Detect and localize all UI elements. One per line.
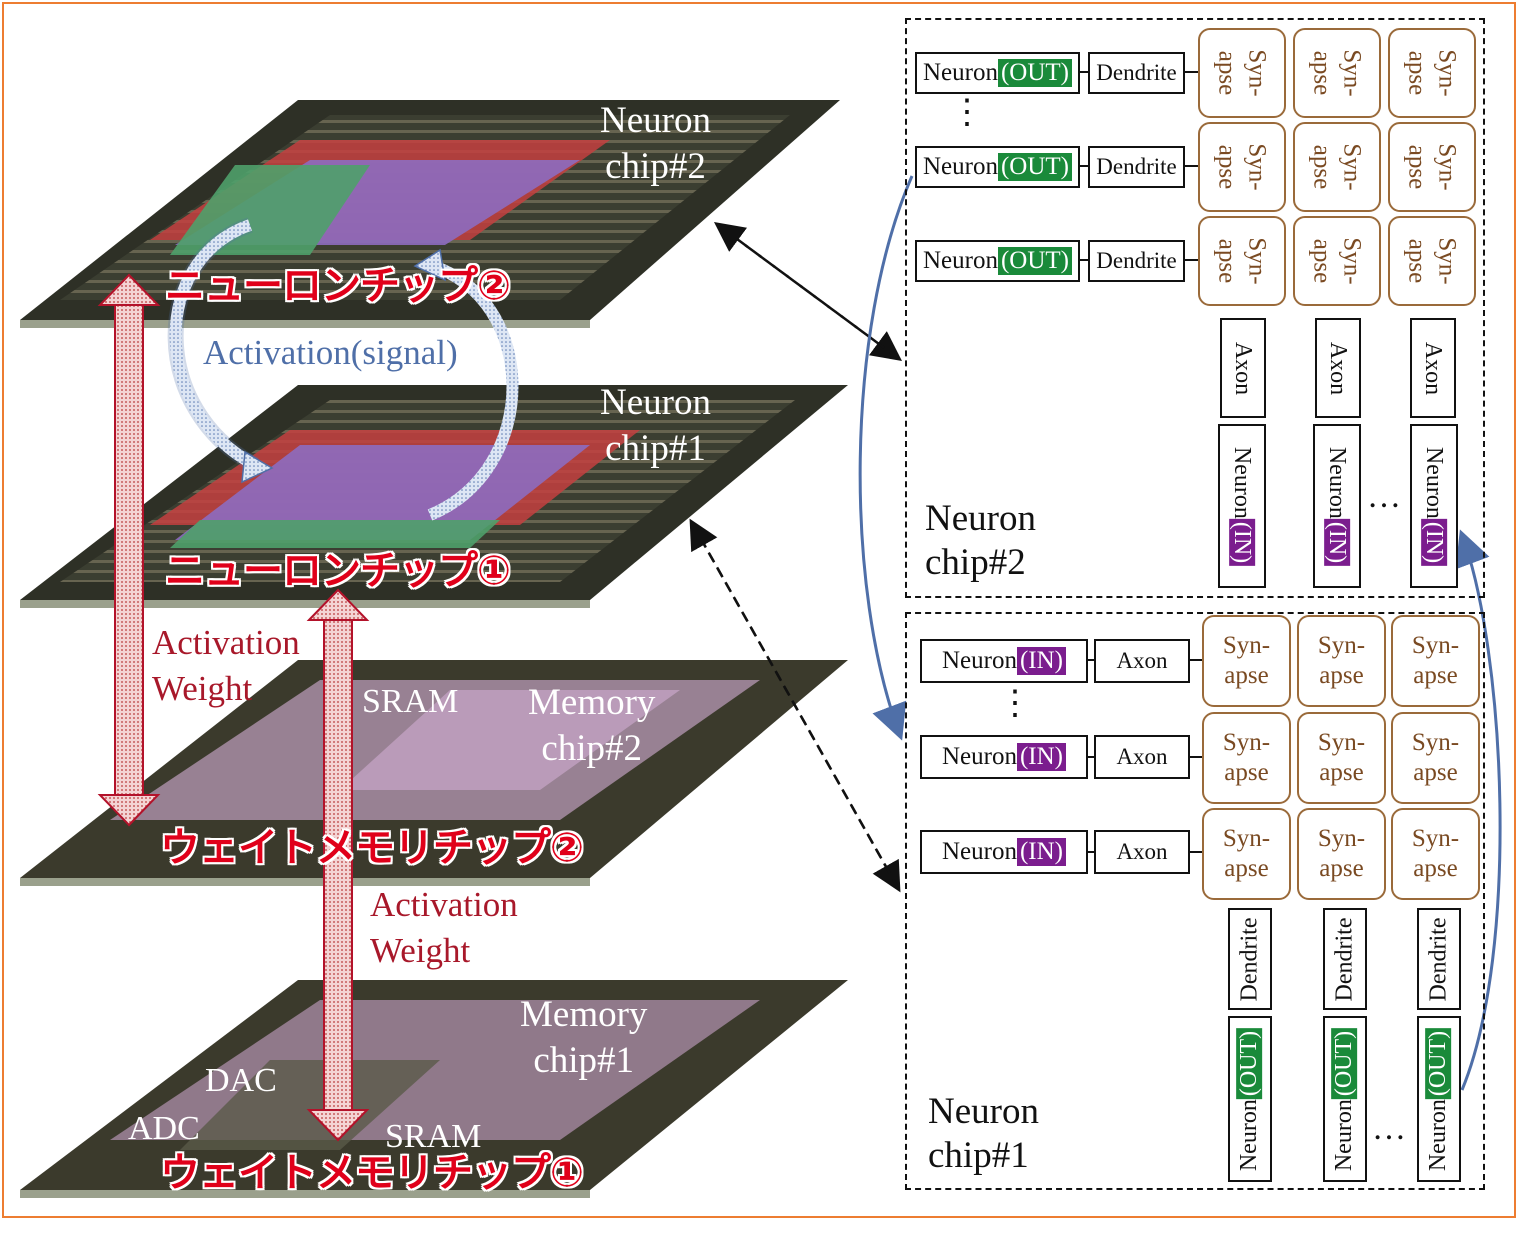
neuron-in-row-2: Neuron(IN) bbox=[920, 735, 1088, 779]
sram-label-memory-2: SRAM bbox=[362, 683, 459, 720]
blue-feedback-arrow-left bbox=[858, 175, 914, 741]
neuron-in-c2-col-3: Neuron(IN) bbox=[1410, 424, 1458, 588]
synapse-c1-r2-c3: Syn-apse bbox=[1391, 712, 1480, 804]
axon-row-2: Axon bbox=[1094, 735, 1190, 779]
axon-c2-col-1: Axon bbox=[1220, 318, 1266, 418]
neuron-in-row-3: Neuron(IN) bbox=[920, 830, 1088, 874]
neuron-in-c2-col-1: Neuron(IN) bbox=[1218, 424, 1266, 588]
schematic-lines bbox=[1080, 71, 1202, 853]
axon-row-1: Axon bbox=[1094, 639, 1190, 683]
memory-chip-2-plate bbox=[20, 660, 848, 886]
neuron-out-row-1: Neuron(OUT) bbox=[915, 52, 1080, 94]
jp-label-neuron-chip-2: ニューロンチップ② bbox=[165, 263, 511, 309]
axon-c2-col-3: Axon bbox=[1410, 318, 1456, 418]
neuron-in-row-1: Neuron(IN) bbox=[920, 639, 1088, 683]
neuron-out-row-3: Neuron(OUT) bbox=[915, 240, 1080, 282]
sram-label-memory-1: SRAM bbox=[385, 1118, 482, 1155]
jp-label-memory-chip-1: ウェイトメモリチップ① bbox=[160, 1150, 584, 1196]
neuron-out-c1-col-3: Neuron(OUT) bbox=[1417, 1016, 1461, 1182]
synapse-c1-r3-c3: Syn-apse bbox=[1391, 808, 1480, 900]
adc-label: ADC bbox=[128, 1110, 200, 1147]
neuron-out-c1-col-1: Neuron(OUT) bbox=[1228, 1016, 1272, 1182]
synapse-c2-r3-c2: Syn-apse bbox=[1293, 216, 1381, 306]
axon-row-3: Axon bbox=[1094, 830, 1190, 874]
jp-label-memory-chip-2: ウェイトメモリチップ② bbox=[160, 825, 584, 871]
activation-signal-loop-arrow bbox=[167, 217, 519, 521]
synapse-c1-r2-c2: Syn-apse bbox=[1297, 712, 1386, 804]
neuron-in-c2-col-2: Neuron(IN) bbox=[1313, 424, 1361, 588]
red-double-arrow-middle bbox=[306, 588, 370, 1142]
synapse-c1-r1-c2: Syn-apse bbox=[1297, 615, 1386, 707]
horizontal-ellipsis-chip-1: … bbox=[1372, 1110, 1406, 1147]
activation-signal-label: Activation(signal) bbox=[203, 333, 458, 372]
dashed-connector-neuron-chip-2 bbox=[713, 222, 903, 361]
neuron-out-row-2: Neuron(OUT) bbox=[915, 146, 1080, 188]
dendrite-c1-col-2: Dendrite bbox=[1323, 908, 1367, 1010]
synapse-c1-r2-c1: Syn-apse bbox=[1202, 712, 1291, 804]
synapse-c1-r1-c3: Syn-apse bbox=[1391, 615, 1480, 707]
memory-chip-1-plate bbox=[20, 980, 848, 1198]
blue-feedback-arrow-right bbox=[1455, 529, 1502, 1091]
synapse-c2-r1-c1: Syn-apse bbox=[1198, 28, 1286, 118]
synapse-c1-r3-c2: Syn-apse bbox=[1297, 808, 1386, 900]
jp-label-neuron-chip-1: ニューロンチップ① bbox=[165, 548, 511, 594]
synapse-c2-r2-c1: Syn-apse bbox=[1198, 122, 1286, 212]
synapse-c1-r3-c1: Syn-apse bbox=[1202, 808, 1291, 900]
synapse-c2-r1-c2: Syn-apse bbox=[1293, 28, 1381, 118]
dendrite-row-2: Dendrite bbox=[1088, 146, 1185, 188]
vertical-ellipsis-chip-2: ⋮ bbox=[950, 94, 984, 131]
dashed-connector-neuron-chip-1 bbox=[689, 518, 901, 893]
dendrite-row-3: Dendrite bbox=[1088, 240, 1185, 282]
axon-c2-col-2: Axon bbox=[1315, 318, 1361, 418]
neuron-chip-2-plate bbox=[20, 100, 840, 328]
dendrite-row-1: Dendrite bbox=[1088, 52, 1185, 94]
synapse-c1-r1-c1: Syn-apse bbox=[1202, 615, 1291, 707]
neuron-chip-2-schematic bbox=[905, 18, 1485, 598]
dendrite-c1-col-1: Dendrite bbox=[1228, 908, 1272, 1010]
synapse-c2-r1-c3: Syn-apse bbox=[1388, 28, 1476, 118]
horizontal-ellipsis-chip-2: … bbox=[1367, 478, 1401, 515]
neuron-chip-1-schematic bbox=[905, 612, 1485, 1190]
vertical-ellipsis-chip-1: ⋮ bbox=[998, 685, 1032, 722]
red-double-arrow-left bbox=[97, 273, 161, 827]
dendrite-c1-col-3: Dendrite bbox=[1417, 908, 1461, 1010]
dac-label: DAC bbox=[205, 1062, 277, 1099]
synapse-c2-r2-c2: Syn-apse bbox=[1293, 122, 1381, 212]
synapse-c2-r3-c3: Syn-apse bbox=[1388, 216, 1476, 306]
synapse-c2-r3-c1: Syn-apse bbox=[1198, 216, 1286, 306]
synapse-c2-r2-c3: Syn-apse bbox=[1388, 122, 1476, 212]
neuron-out-c1-col-2: Neuron(OUT) bbox=[1323, 1016, 1367, 1182]
